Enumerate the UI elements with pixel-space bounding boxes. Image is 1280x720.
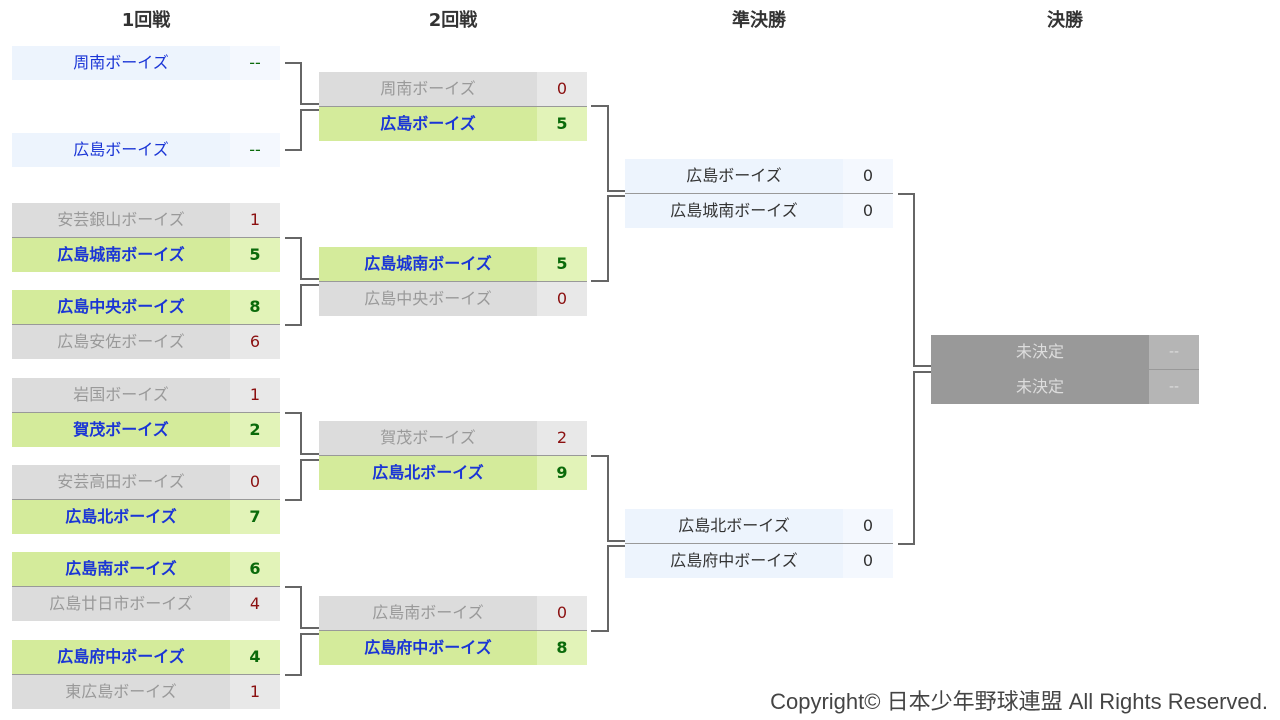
team-score: 0	[537, 282, 587, 316]
team-name: 広島府中ボーイズ	[625, 544, 843, 578]
team-name: 広島城南ボーイズ	[625, 194, 843, 228]
round-header: 決勝	[1047, 10, 1083, 31]
team-name: 安芸高田ボーイズ	[12, 465, 230, 499]
team-score: 5	[537, 107, 587, 141]
team-name: 広島ボーイズ	[12, 133, 230, 167]
team-score: 0	[843, 159, 893, 193]
team-name: 広島ボーイズ	[625, 159, 843, 193]
team-name: 周南ボーイズ	[319, 72, 537, 106]
team-score: 6	[230, 325, 280, 359]
team-name: 広島南ボーイズ	[12, 552, 230, 586]
team-score: --	[1149, 335, 1199, 369]
team-name: 広島城南ボーイズ	[319, 247, 537, 281]
team-score: 5	[537, 247, 587, 281]
team-score: --	[1149, 370, 1199, 404]
team-row[interactable]: 周南ボーイズ--	[12, 46, 280, 80]
round-header: 1回戦	[121, 10, 171, 31]
team-name: 広島府中ボーイズ	[12, 640, 230, 674]
team-score: 1	[230, 203, 280, 237]
team-score: 0	[843, 509, 893, 543]
team-name: 賀茂ボーイズ	[319, 421, 537, 455]
team-name: 広島安佐ボーイズ	[12, 325, 230, 359]
team-name: 広島北ボーイズ	[319, 456, 537, 490]
round-header: 準決勝	[732, 10, 786, 31]
team-score: 9	[537, 456, 587, 490]
team-score: 0	[843, 194, 893, 228]
team-score: 2	[230, 413, 280, 447]
team-score: 6	[230, 552, 280, 586]
team-score: 0	[537, 72, 587, 106]
team-score: --	[230, 46, 280, 80]
team-name: 広島城南ボーイズ	[12, 238, 230, 272]
team-name: 広島南ボーイズ	[319, 596, 537, 630]
round-header: 2回戦	[428, 10, 478, 31]
team-name: 広島北ボーイズ	[12, 500, 230, 534]
team-name: 広島中央ボーイズ	[319, 282, 537, 316]
team-score: 0	[230, 465, 280, 499]
team-name: 賀茂ボーイズ	[12, 413, 230, 447]
team-name: 安芸銀山ボーイズ	[12, 203, 230, 237]
team-name: 未決定	[931, 335, 1149, 369]
team-name: 岩国ボーイズ	[12, 378, 230, 412]
team-score: 0	[843, 544, 893, 578]
team-name: 広島府中ボーイズ	[319, 631, 537, 665]
team-name: 広島中央ボーイズ	[12, 290, 230, 324]
team-score: 1	[230, 675, 280, 709]
team-score: 7	[230, 500, 280, 534]
team-score: 8	[537, 631, 587, 665]
team-score: 8	[230, 290, 280, 324]
team-name: 広島北ボーイズ	[625, 509, 843, 543]
team-name: 周南ボーイズ	[12, 46, 230, 80]
team-score: 2	[537, 421, 587, 455]
team-name: 東広島ボーイズ	[12, 675, 230, 709]
team-score: 4	[230, 587, 280, 621]
team-score: --	[230, 133, 280, 167]
team-name: 広島ボーイズ	[319, 107, 537, 141]
copyright-footer: Copyright© 日本少年野球連盟 All Rights Reserved.	[770, 689, 1268, 714]
team-name: 広島廿日市ボーイズ	[12, 587, 230, 621]
team-row[interactable]: 広島ボーイズ--	[12, 133, 280, 167]
team-score: 5	[230, 238, 280, 272]
team-row[interactable]: 未決定--	[931, 335, 1199, 369]
team-score: 4	[230, 640, 280, 674]
team-score: 1	[230, 378, 280, 412]
team-row[interactable]: 未決定--	[931, 369, 1199, 404]
team-score: 0	[537, 596, 587, 630]
team-name: 未決定	[931, 370, 1149, 404]
